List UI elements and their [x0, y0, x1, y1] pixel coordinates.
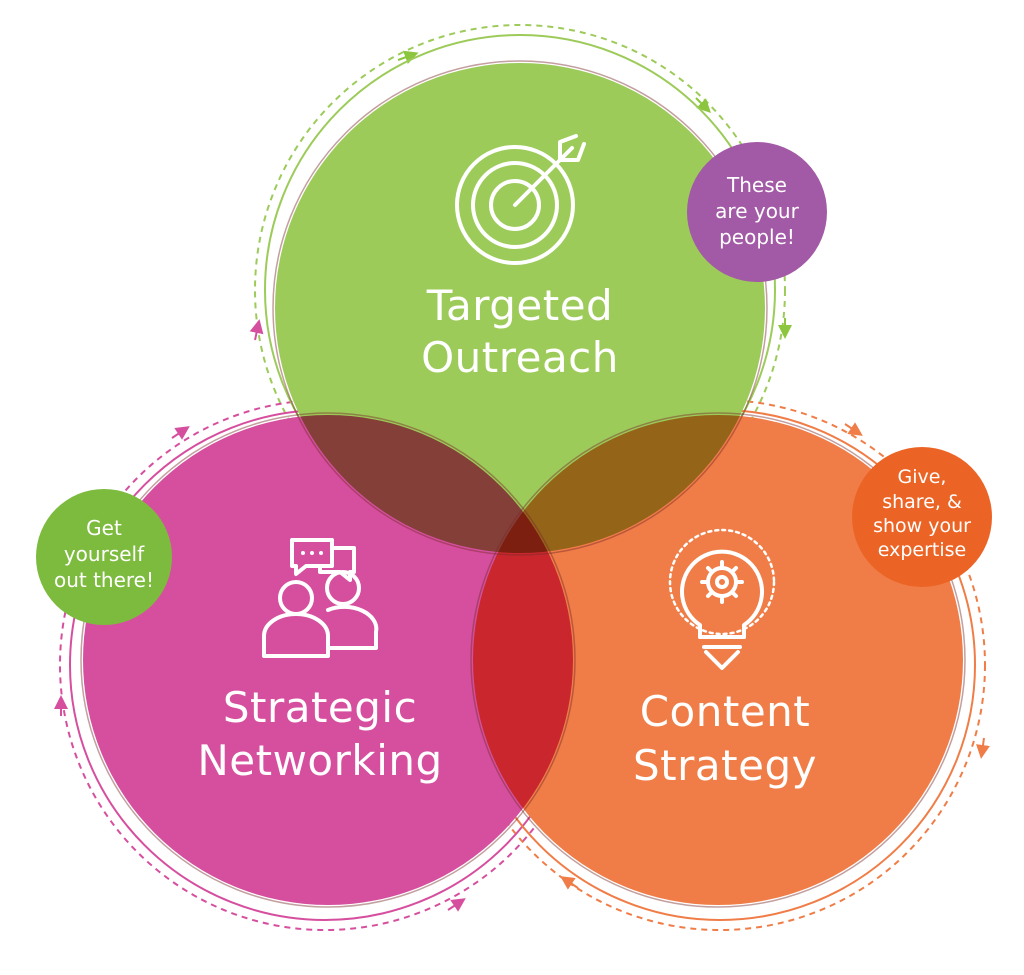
bubble-orange-line4: expertise — [878, 539, 966, 561]
right-circle — [473, 415, 963, 905]
top-ring-arrow-1 — [397, 50, 419, 64]
left-ring-arrow-2 — [171, 426, 190, 440]
top-inner-outline — [272, 60, 768, 556]
bubble-green-shape — [36, 489, 172, 625]
bubble-green-line1: Get — [86, 516, 122, 540]
bubble-purple-line1: These — [726, 173, 787, 197]
bubble-give-share-show: Give, share, & show your expertise — [852, 447, 992, 587]
top-dashed-ring — [254, 24, 786, 556]
right-inner-outline — [470, 412, 966, 908]
people-chat-icon — [262, 538, 379, 658]
lightbulb-gear-icon — [668, 528, 776, 670]
left-ring-arrow-1 — [249, 319, 264, 341]
right-circle-title-line2: Strategy — [633, 741, 817, 790]
venn-circles — [83, 63, 963, 905]
top-circle-title-line2: Outreach — [421, 333, 619, 382]
bubble-purple-shape — [687, 142, 827, 282]
bubble-purple-line3: people! — [719, 225, 795, 249]
target-icon — [455, 134, 586, 265]
bubble-get-yourself-out-there: Get yourself out there! — [36, 489, 172, 625]
bubble-green-line2: yourself — [64, 542, 145, 566]
left-circle-title-line2: Networking — [197, 736, 442, 785]
left-circle-title-line1: Strategic — [223, 683, 417, 732]
left-ring-arrow-4 — [447, 898, 466, 912]
bubble-orange-line2: share, & — [882, 491, 962, 513]
right-ring-arrow-3 — [560, 876, 579, 890]
left-circle — [83, 415, 573, 905]
right-ring-arrow-2 — [976, 737, 990, 759]
bubble-green-line3: out there! — [54, 568, 154, 592]
top-circle-title-line1: Targeted — [426, 281, 613, 330]
bubble-orange-shape — [852, 447, 992, 587]
bubble-orange-line1: Give, — [898, 466, 947, 488]
right-ring-arrow-1 — [844, 422, 863, 436]
bubble-purple-line2: are your — [715, 199, 799, 223]
top-ring-arrow-2 — [695, 97, 711, 113]
left-inner-outline — [80, 412, 576, 908]
bubble-these-are-your-people: These are your people! — [687, 142, 827, 282]
bubble-orange-line3: show your — [873, 515, 971, 537]
right-circle-title-line1: Content — [640, 687, 811, 736]
